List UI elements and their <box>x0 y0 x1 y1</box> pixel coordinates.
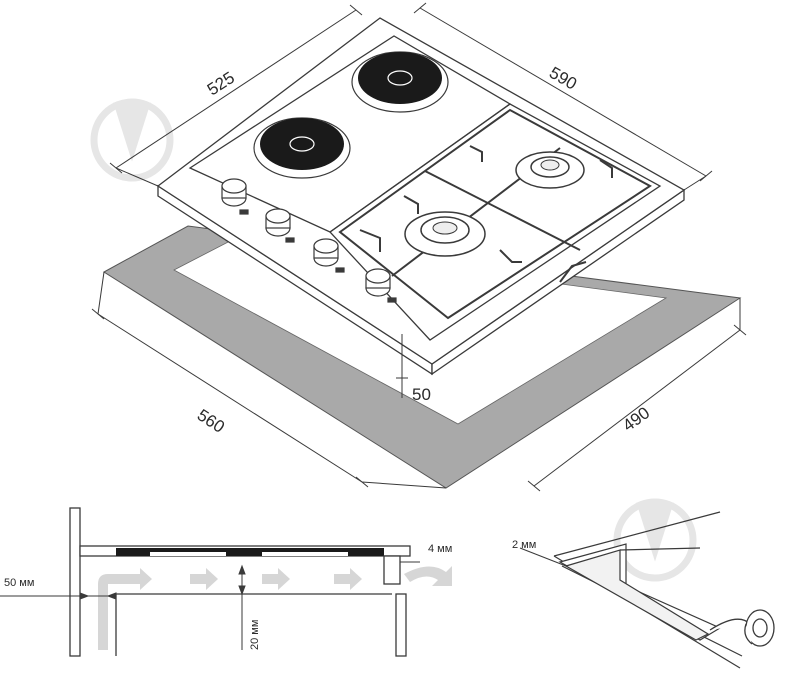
gas-burner-icon <box>515 151 585 189</box>
cutout-dimension-lines <box>91 271 747 492</box>
watermark-icon <box>613 498 697 582</box>
label-gap-right: 4 мм <box>428 543 452 555</box>
electric-plate-icon <box>253 117 351 179</box>
knob-icon <box>313 238 345 273</box>
airflow-arrow-icon <box>98 566 452 650</box>
dimension-cutout-depth: 560 <box>194 405 228 436</box>
dimension-height: 50 <box>412 385 431 404</box>
label-seal-thickness: 2 мм <box>512 539 536 551</box>
dimension-hob-width: 590 <box>546 63 580 94</box>
electric-plate-icon <box>351 51 449 113</box>
knob-icon <box>221 178 249 215</box>
hob-dimension-lines <box>109 2 713 398</box>
knob-icon <box>365 268 397 303</box>
label-gap-below: 20 мм <box>249 620 261 650</box>
watermark-icon <box>90 98 174 182</box>
knob-icon <box>265 208 295 243</box>
gas-burner-icon <box>404 211 486 257</box>
installation-cross-section <box>69 507 411 657</box>
gap-dimension-lines <box>0 561 420 650</box>
seal-detail <box>519 511 743 669</box>
label-gap-left: 50 мм <box>4 577 34 589</box>
dimension-hob-depth: 525 <box>204 68 238 99</box>
seal-tape-roll-icon <box>709 609 775 647</box>
dimension-cutout-width: 490 <box>619 403 653 435</box>
